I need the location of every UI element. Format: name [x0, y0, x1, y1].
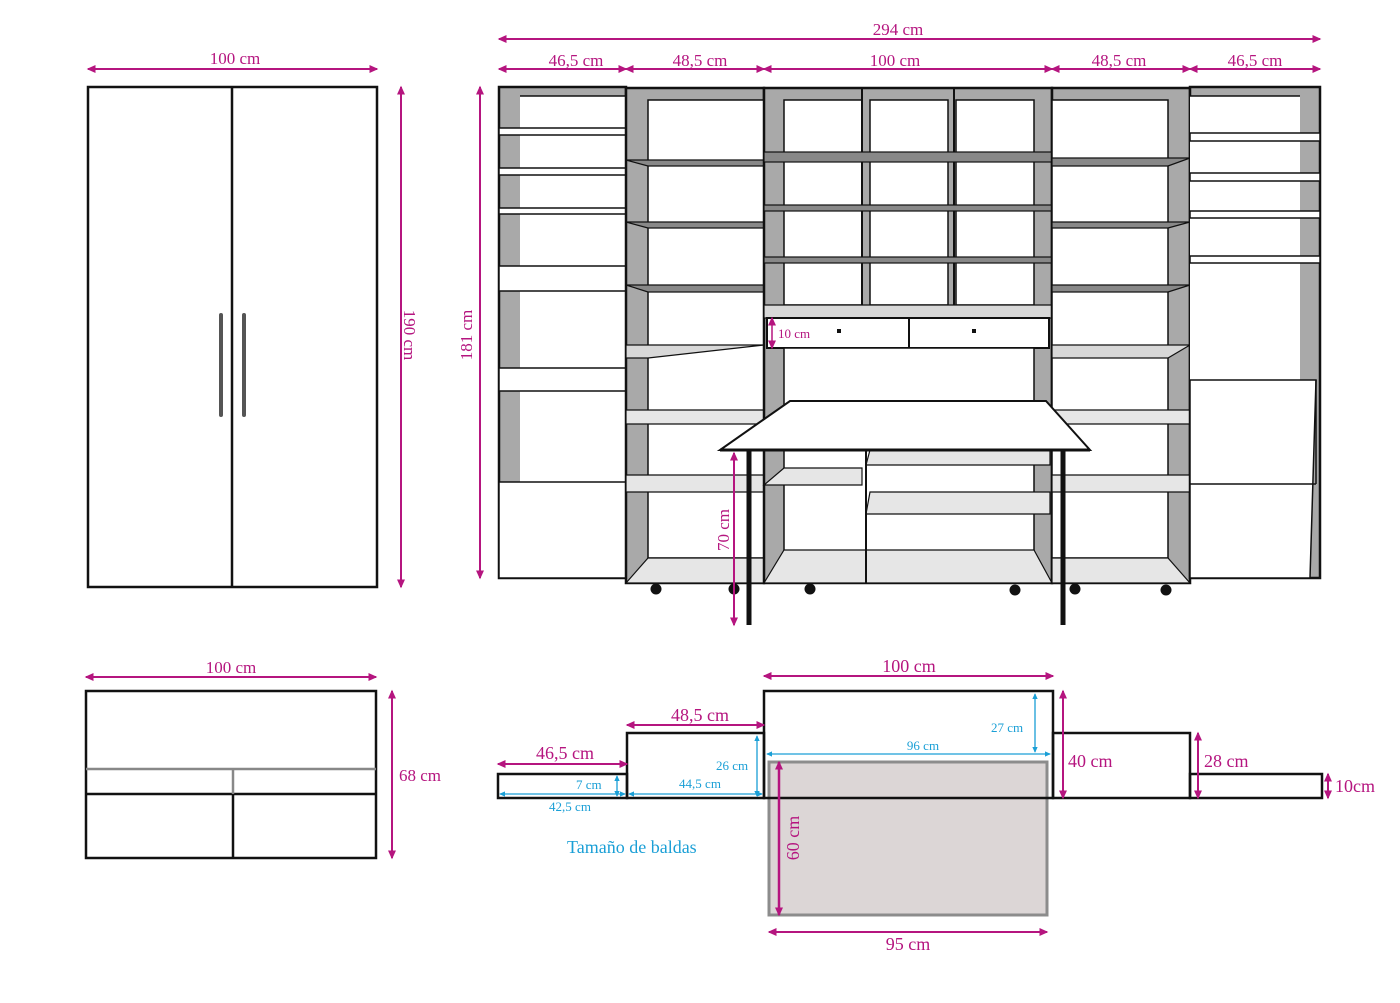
shelf-width-96-label: 96 cm — [907, 738, 939, 753]
drawer-height-label: 10 cm — [778, 326, 810, 341]
base-unit-body — [84, 689, 378, 860]
bottom-cabinet — [498, 481, 627, 579]
wardrobe-width-label: 100 cm — [210, 49, 261, 68]
shelf — [1189, 172, 1321, 182]
plan-view: 46,5 cm 48,5 cm 100 cm 40 cm 28 cm 10cm … — [496, 656, 1375, 954]
shelf — [498, 207, 627, 215]
shelf-depth-26-label: 26 cm — [716, 758, 748, 773]
shelf — [1189, 255, 1321, 264]
wardrobe-front-view: 100 cm 190 cm — [86, 49, 419, 589]
caster-wheel — [1160, 584, 1172, 596]
segment-5-label: 46,5 cm — [1228, 51, 1283, 70]
shelf — [498, 127, 627, 136]
bookcase-fourth — [1050, 86, 1193, 585]
drawer-knob — [837, 329, 841, 333]
shelf — [1189, 210, 1321, 219]
caster-wheel — [804, 583, 816, 595]
plan-fourth-unit — [1051, 731, 1192, 800]
total-width-label: 294 cm — [873, 20, 924, 39]
base-unit-height-label: 68 cm — [399, 766, 441, 785]
plan-depth-10-label: 10cm — [1335, 776, 1375, 796]
plan-depth-28-label: 28 cm — [1204, 751, 1249, 771]
segment-3-label: 100 cm — [870, 51, 921, 70]
shelf-sizes-caption: Tamaño de baldas — [567, 837, 697, 857]
desk-width-label: 95 cm — [886, 934, 931, 954]
segment-2-label: 48,5 cm — [673, 51, 728, 70]
plan-depth-40-label: 40 cm — [1068, 751, 1113, 771]
shelf — [1189, 132, 1321, 142]
central-unit: 10 cm — [762, 86, 1054, 585]
plan-right-unit — [1188, 772, 1324, 800]
shelf — [498, 367, 627, 392]
wardrobe-height-label: 190 cm — [400, 310, 419, 361]
base-unit-front-view: 100 cm 68 cm — [84, 658, 441, 860]
desk-height-label: 70 cm — [714, 509, 733, 551]
drawer-knob — [972, 329, 976, 333]
plan-second-width-label: 48,5 cm — [671, 705, 729, 725]
shelf — [498, 167, 627, 176]
bookcase-second — [624, 86, 766, 585]
shelf-width-42-label: 42,5 cm — [549, 799, 591, 814]
segment-4-label: 48,5 cm — [1092, 51, 1147, 70]
plan-center-width-label: 100 cm — [882, 656, 936, 676]
folding-desk: 70 cm — [714, 400, 1093, 627]
shelving-elevation-view: 294 cm 46,5 cm 48,5 cm 100 cm 48,5 cm 46… — [457, 20, 1322, 627]
elevation-height-label: 181 cm — [457, 310, 476, 361]
plan-left-width-label: 46,5 cm — [536, 743, 594, 763]
segment-1-label: 46,5 cm — [549, 51, 604, 70]
open-fold-panel — [1189, 379, 1317, 579]
shelf-depth-7-label: 7 cm — [576, 777, 602, 792]
shelf — [498, 265, 627, 292]
caster-wheel — [650, 583, 662, 595]
desk-depth-label: 60 cm — [783, 816, 803, 861]
desk-area — [767, 760, 1049, 917]
base-unit-width-label: 100 cm — [206, 658, 257, 677]
caster-wheel — [1009, 584, 1021, 596]
bookcase-right — [1188, 85, 1322, 580]
caster-wheel — [1069, 583, 1081, 595]
drawer-right — [908, 317, 1050, 349]
bookcase-left — [497, 85, 628, 580]
shelf-depth-27-label: 27 cm — [991, 720, 1023, 735]
shelf-width-44-label: 44,5 cm — [679, 776, 721, 791]
casters — [650, 583, 1172, 596]
